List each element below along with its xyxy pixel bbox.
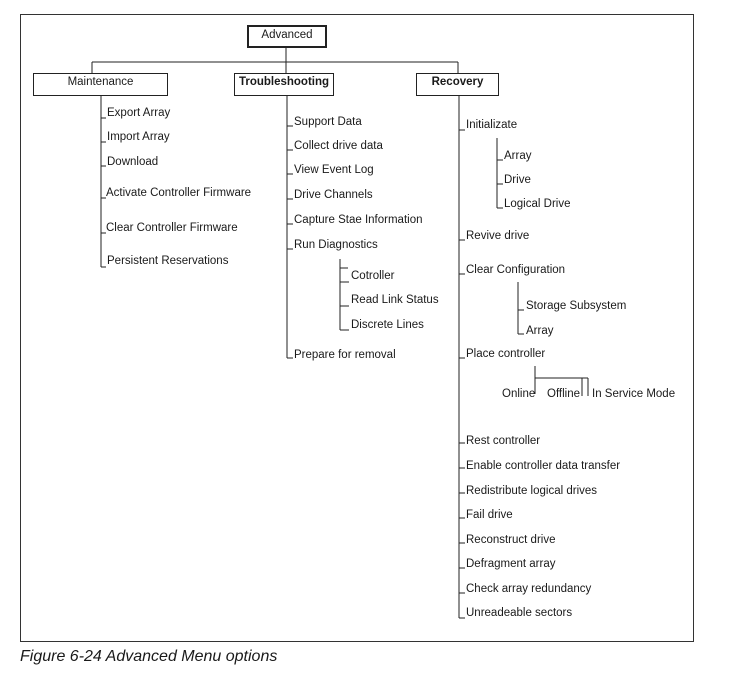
maintenance-item: Persistent Reservations bbox=[107, 255, 229, 267]
clear-config-sub-item: Storage Subsystem bbox=[526, 300, 627, 312]
recovery-item: Defragment array bbox=[466, 558, 556, 570]
recovery-item: Revive drive bbox=[466, 230, 530, 242]
recovery-item: Initializate bbox=[466, 119, 518, 131]
maintenance-item: Export Array bbox=[107, 107, 171, 119]
diagnostics-item: Discrete Lines bbox=[351, 319, 424, 331]
recovery-item: Redistribute logical drives bbox=[466, 485, 598, 497]
troubleshooting-item: Support Data bbox=[294, 116, 362, 128]
troubleshooting-item: View Event Log bbox=[294, 164, 374, 176]
recovery-item: Fail drive bbox=[466, 509, 513, 521]
troubleshooting-item: Drive Channels bbox=[294, 189, 373, 201]
advanced-box: Advanced bbox=[247, 25, 327, 48]
maintenance-item: Activate Controller Firmware bbox=[106, 187, 252, 199]
recovery-item: Place controller bbox=[466, 348, 546, 360]
recovery-item: Unreadeable sectors bbox=[466, 607, 573, 619]
recovery-box: Recovery bbox=[416, 73, 499, 96]
troubleshooting-item: Collect drive data bbox=[294, 140, 383, 152]
troubleshooting-item: Prepare for removal bbox=[294, 349, 396, 361]
diagnostics-item: Cotroller bbox=[351, 270, 395, 282]
clear-config-sub-item: Array bbox=[526, 325, 554, 337]
maintenance-item: Import Array bbox=[107, 131, 170, 143]
maintenance-item: Download bbox=[107, 156, 159, 168]
diagram-frame bbox=[20, 14, 694, 642]
recovery-item: Rest controller bbox=[466, 435, 541, 447]
maintenance-box: Maintenance bbox=[33, 73, 168, 96]
initializate-sub-item: Drive bbox=[504, 174, 531, 186]
recovery-item: Clear Configuration bbox=[466, 264, 566, 276]
troubleshooting-box: Troubleshooting bbox=[234, 73, 334, 96]
initializate-sub-item: Logical Drive bbox=[504, 198, 571, 210]
troubleshooting-item: Run Diagnostics bbox=[294, 239, 378, 251]
recovery-item: Check array redundancy bbox=[466, 583, 592, 595]
place-controller-sub-item: In Service Mode bbox=[592, 388, 676, 400]
troubleshooting-item: Capture Stae Information bbox=[294, 214, 423, 226]
diagnostics-item: Read Link Status bbox=[351, 294, 439, 306]
place-controller-sub-item: Offline bbox=[547, 388, 581, 400]
maintenance-item: Clear Controller Firmware bbox=[106, 222, 238, 234]
figure-caption: Figure 6-24 Advanced Menu options bbox=[20, 648, 278, 665]
initializate-sub-item: Array bbox=[504, 150, 532, 162]
place-controller-sub-item: Online bbox=[502, 388, 536, 400]
recovery-item: Enable controller data transfer bbox=[466, 460, 621, 472]
recovery-item: Reconstruct drive bbox=[466, 534, 556, 546]
